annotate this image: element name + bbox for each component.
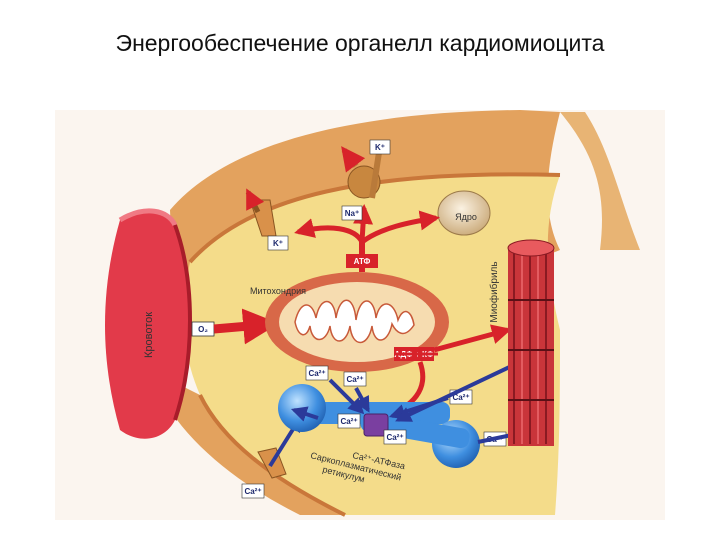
membrane-inner-line-bottom bbox=[198, 394, 346, 517]
ion-ca-d: Ca²⁺ bbox=[386, 433, 403, 442]
mitochondrion-label: Митохондрия bbox=[250, 286, 306, 296]
ion-ca-c: Ca²⁺ bbox=[340, 417, 357, 426]
k-left-arrow bbox=[245, 188, 265, 214]
ion-ca-b: Ca²⁺ bbox=[346, 375, 363, 384]
myofibril-label: Миофибриль bbox=[488, 261, 500, 322]
ion-ca-e: Ca²⁺ bbox=[452, 393, 469, 402]
k-channel-arrow bbox=[341, 146, 366, 173]
na-channel-stem bbox=[369, 145, 383, 199]
adp-arrow-myofibril bbox=[433, 324, 512, 353]
ion-k-left: K⁺ bbox=[273, 239, 283, 248]
ion-k-top: K⁺ bbox=[375, 143, 385, 152]
atp-label: АТФ bbox=[354, 257, 371, 266]
atp-tag-box bbox=[346, 254, 378, 268]
ion-ca-a: Ca²⁺ bbox=[308, 369, 325, 378]
myofibril-stripes bbox=[508, 250, 554, 444]
k-top-box bbox=[369, 139, 391, 155]
k-left-box bbox=[267, 235, 289, 251]
atp-arrow-pump bbox=[294, 218, 365, 244]
ca-b-box bbox=[343, 371, 367, 387]
ca-d-box bbox=[383, 429, 407, 445]
atp-arrow-nucleus bbox=[360, 210, 440, 245]
mitochondrion-cristae bbox=[294, 299, 415, 344]
atp-arrow-na bbox=[353, 204, 374, 243]
capillary-label: Кровоток bbox=[143, 312, 155, 358]
ion-na: Na⁺ bbox=[345, 209, 359, 218]
sr-cistern-left bbox=[278, 384, 326, 432]
myofibril-top bbox=[507, 239, 555, 257]
slide-title: Энергообеспечение органелл кардиомиоцита bbox=[115, 30, 605, 56]
ca-arrow-c bbox=[290, 406, 319, 422]
capillary bbox=[105, 210, 190, 439]
oxygen-label: O₂ bbox=[198, 325, 208, 334]
ca-arrow-b bbox=[354, 387, 370, 413]
sarcolemma-bottom bbox=[150, 370, 345, 515]
membrane-inner-line bbox=[188, 172, 561, 264]
membrane-edge bbox=[560, 112, 640, 250]
ca-a-box bbox=[305, 365, 329, 381]
capillary-rim bbox=[173, 224, 192, 421]
capillary-highlight bbox=[118, 208, 178, 227]
ion-ca-g: Ca²⁺ bbox=[244, 487, 261, 496]
ca-g-box bbox=[241, 483, 265, 499]
na-box bbox=[341, 205, 363, 221]
oxygen-arrow bbox=[213, 308, 280, 345]
nucleus-label: Ядро bbox=[455, 212, 477, 222]
ca-arrow-myofibril bbox=[395, 360, 521, 422]
ca-atpase-pump bbox=[363, 413, 389, 437]
